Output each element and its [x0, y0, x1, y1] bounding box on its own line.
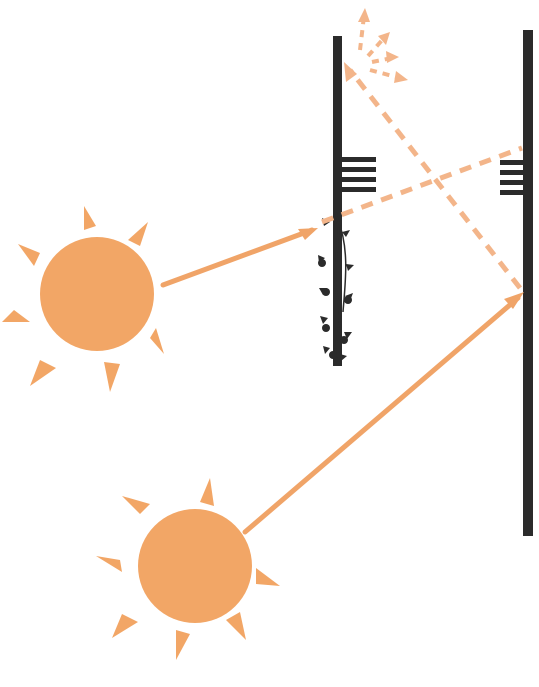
window-slats-left-icon	[342, 157, 376, 192]
window-slats-right-icon	[500, 160, 523, 195]
direct-ray-lower	[245, 292, 524, 532]
right-wall	[523, 30, 533, 536]
direct-ray-upper	[163, 228, 318, 285]
sun-lower-icon	[96, 478, 280, 660]
sun-upper-icon	[2, 206, 164, 392]
reflected-ray-upward	[344, 62, 520, 288]
scattered-light-rays	[358, 8, 408, 83]
